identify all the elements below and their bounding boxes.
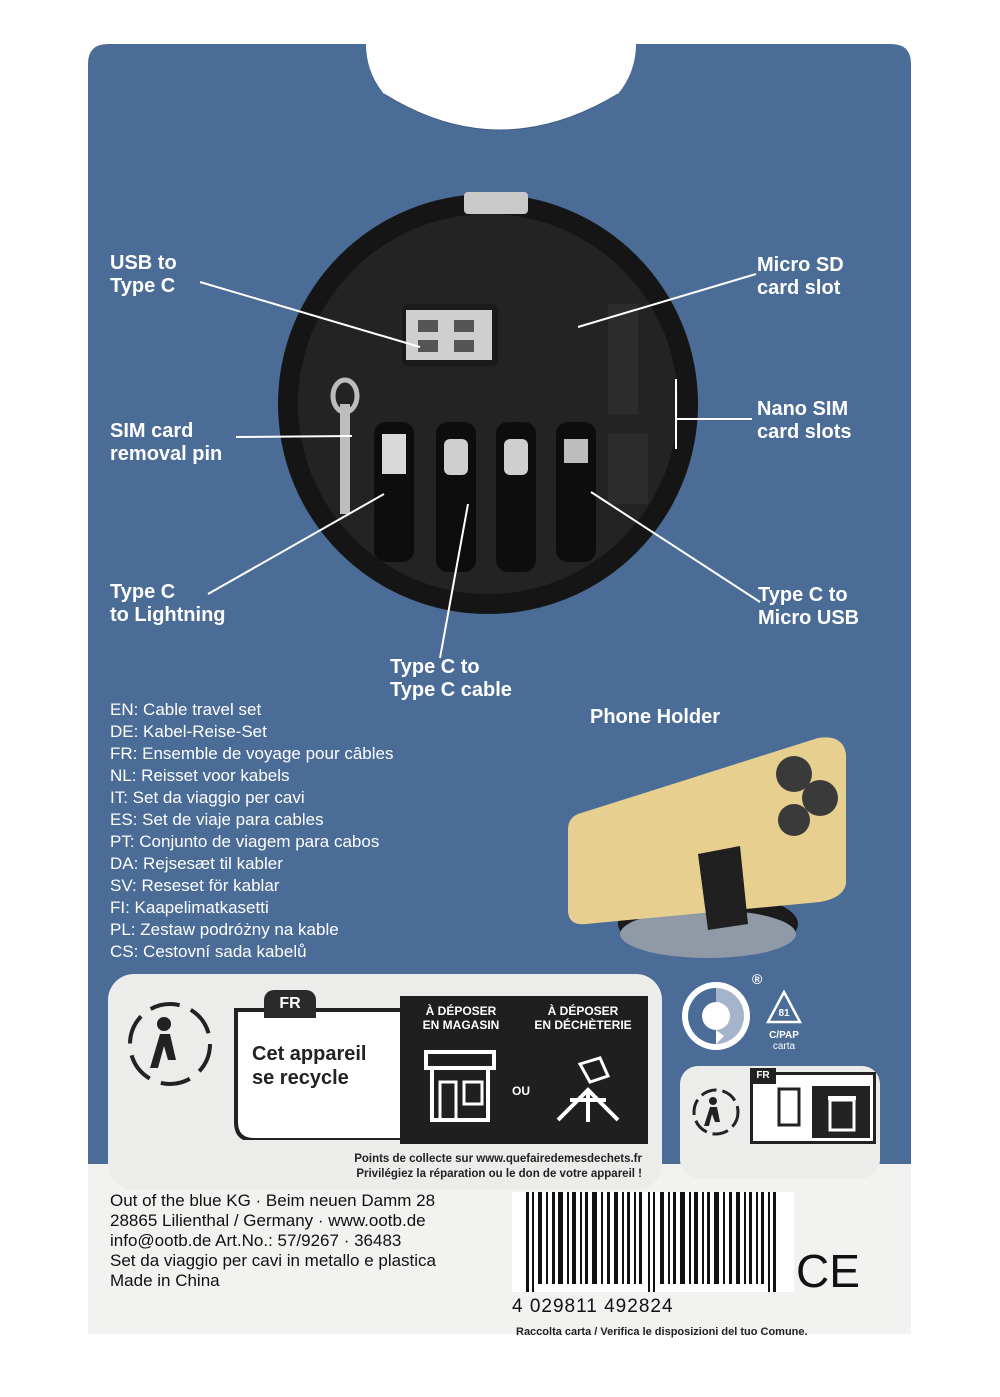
language-line: SV: Reseset för kablar [110,876,280,895]
fr-badge: FR [264,990,316,1018]
raccolta-note: Raccolta carta / Verifica le disposizion… [516,1326,808,1338]
language-line: DA: Rejsesæt til kabler [110,854,283,873]
ce-mark: CE [796,1245,860,1297]
pointer-lines [199,273,761,659]
bin-icon [828,1096,856,1132]
collection-points: Points de collecte sur www.quefairedemes… [354,1153,642,1180]
paper-recycle-triangle [765,989,803,1024]
language-line: PL: Zestaw podróżny na kable [110,920,339,939]
language-line: CS: Cestovní sada kabelů [110,942,307,961]
language-line: PT: Conjunto de viagem para cabos [110,832,380,851]
phone-holder-image [568,737,846,958]
barcode [512,1192,794,1292]
language-line: ES: Set de viaje para cables [110,810,324,829]
registered-mark: ® [752,971,763,987]
dump-icon [556,1056,620,1122]
language-line: DE: Kabel-Reise-Set [110,722,267,741]
ou-label: OU [512,1084,530,1098]
language-line: NL: Reisset voor kabels [110,766,290,785]
triangle-number: 81 [778,1008,790,1019]
language-line: FI: Kaapelimatkasetti [110,898,269,917]
language-line: EN: Cable travel set [110,700,262,719]
company-address: Out of the blue KG · Beim neuen Damm 28 … [110,1191,437,1290]
small-fr-badge: FR [750,1068,776,1084]
language-list: EN: Cable travel set DE: Kabel-Reise-Set… [110,699,394,963]
small-recycling-box: FR [680,1066,880,1178]
package-icon [777,1087,801,1127]
triman-icon [128,1002,212,1086]
language-line: IT: Set da viaggio per cavi [110,788,305,807]
language-line: FR: Ensemble de voyage pour câbles [110,744,394,763]
triman-small-icon [692,1088,740,1136]
green-dot-icon [682,982,750,1050]
cable-case-image [278,192,698,614]
barcode-number: 4 029811 492824 [512,1296,674,1317]
phone-holder-title: Phone Holder [590,706,721,728]
store-icon [424,1050,496,1122]
